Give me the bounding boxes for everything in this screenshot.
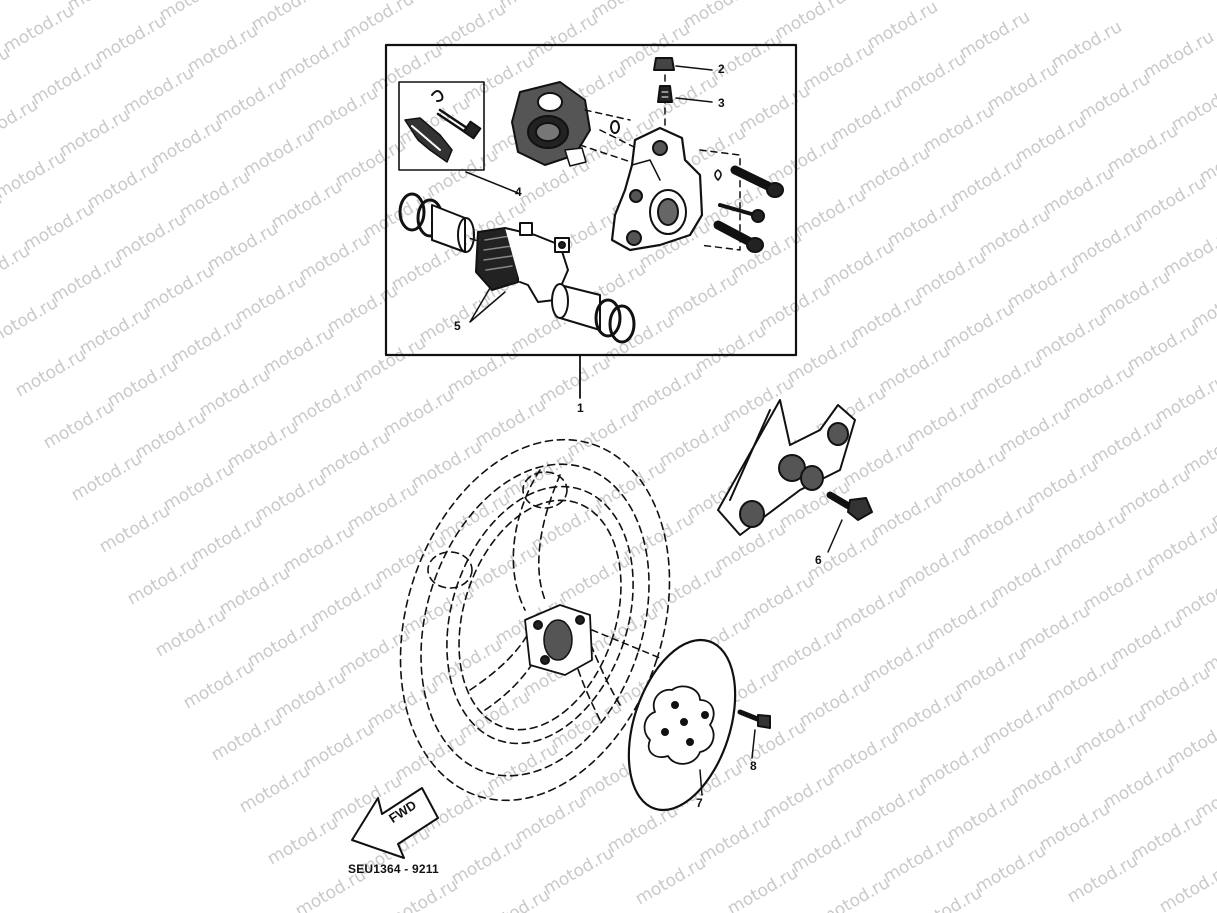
caliper-bolts [713, 165, 784, 253]
disc-bolt [737, 709, 763, 723]
fork-leg [717, 399, 856, 536]
wheel-hub [524, 604, 593, 676]
caliper-mount-bolt [826, 491, 873, 521]
bleed-screw [657, 85, 673, 103]
piston-seal-set-right [551, 283, 636, 344]
fwd-arrow [351, 787, 439, 859]
callout-1: 1 [577, 401, 584, 415]
pad-pin-subframe [398, 81, 485, 171]
caliper-assembly-frame [384, 43, 798, 357]
figure-code: SEU1364 - 9211 [348, 862, 439, 876]
bleed-cap [653, 57, 675, 71]
piston-seal-set-left [398, 192, 475, 253]
callout-2: 2 [718, 62, 725, 76]
brake-disc [627, 638, 737, 812]
callout-7: 7 [696, 796, 703, 810]
callout-8: 8 [750, 759, 757, 773]
callout-6: 6 [815, 553, 822, 567]
brake-pads [475, 222, 570, 303]
callout-4: 4 [515, 185, 522, 199]
pad-clip [431, 90, 444, 102]
callout-3: 3 [718, 96, 725, 110]
callout-5: 5 [454, 319, 461, 333]
